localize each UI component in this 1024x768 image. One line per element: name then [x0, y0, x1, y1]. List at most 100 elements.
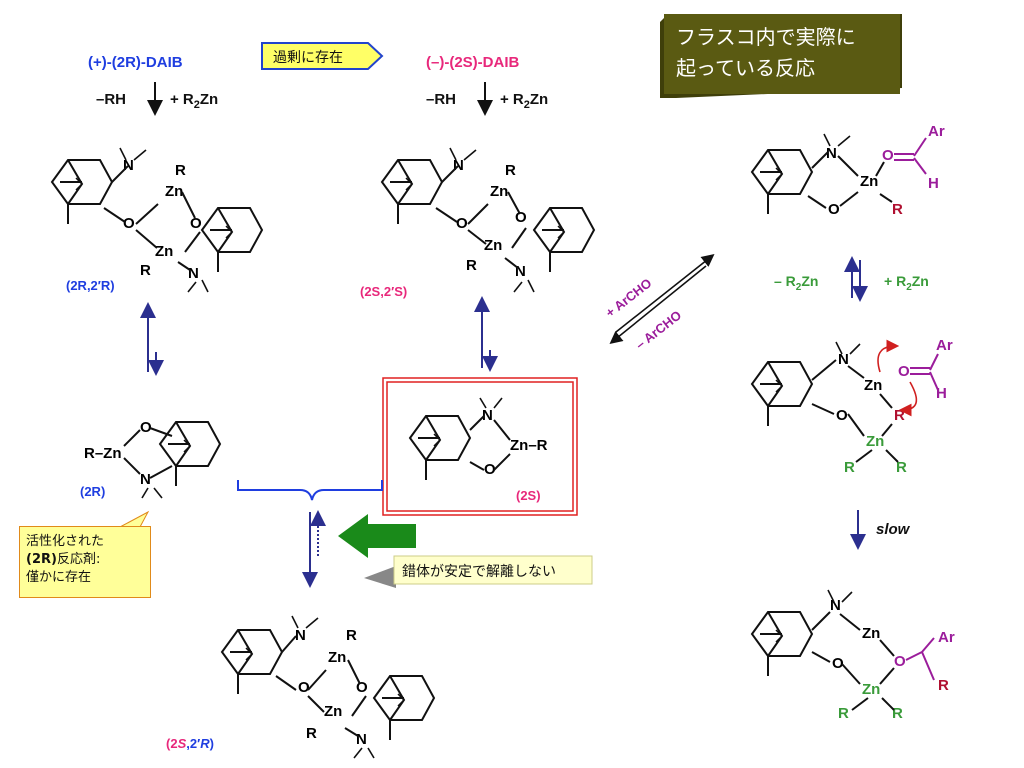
monomer-2R: R–Zn O N (2R)	[80, 419, 221, 499]
excess-tag-label: 過剰に存在	[273, 50, 343, 66]
stable-callout-text: 錯体が安定で解離しない	[402, 563, 556, 580]
r2zn-equilibrium: – R2Zn + R2Zn	[774, 256, 929, 302]
title-line1: フラスコ内で実際に	[676, 25, 856, 49]
title-box: フラスコ内で実際に 起っている反応	[660, 14, 902, 98]
complex-aldehyde: N Zn O O Ar H R	[751, 123, 945, 218]
svg-text:Zn–R: Zn–R	[510, 437, 548, 454]
label-dimer-RR: (2R,2′R)	[66, 278, 115, 293]
svg-text:R: R	[505, 162, 516, 179]
svg-text:O: O	[828, 201, 840, 218]
svg-text:N: N	[515, 263, 526, 280]
heterodimer-arrows	[302, 510, 326, 588]
svg-text:H: H	[936, 385, 947, 402]
reagent-2S-label: (–)-(2S)-DAIB	[426, 54, 519, 71]
svg-text:R–Zn: R–Zn	[84, 445, 122, 462]
slow-arrow: slow	[850, 510, 911, 550]
plus-r2zn-right: + R2Zn	[884, 273, 929, 293]
svg-text:O: O	[836, 407, 848, 424]
svg-text:Zn: Zn	[862, 625, 880, 642]
plus-r2zn-left: + R2Zn	[170, 91, 218, 111]
svg-text:Zn: Zn	[860, 173, 878, 190]
svg-text:R: R	[892, 201, 903, 218]
monomer-2S: N O Zn–R (2S)	[409, 397, 548, 503]
dimer-RR: N Zn R O O Zn R N (2R,2′R)	[51, 147, 263, 293]
minus-archo: – ArCHO	[633, 307, 685, 352]
svg-text:Zn: Zn	[328, 649, 346, 666]
svg-text:N: N	[830, 597, 841, 614]
svg-text:R: R	[346, 627, 357, 644]
svg-text:O: O	[898, 363, 910, 380]
excess-tag: 過剰に存在	[261, 42, 384, 70]
svg-text:Zn: Zn	[155, 243, 173, 260]
svg-text:Zn: Zn	[864, 377, 882, 394]
svg-text:N: N	[295, 627, 306, 644]
plus-r2zn-right: + R2Zn	[500, 91, 548, 111]
svg-text:N: N	[826, 145, 837, 162]
svg-text:Zn: Zn	[490, 183, 508, 200]
label-dimer-SS: (2S,2′S)	[360, 284, 407, 299]
product-alkoxide: N Zn O Zn R R O Ar R	[751, 589, 955, 722]
svg-text:N: N	[140, 471, 151, 488]
svg-text:O: O	[298, 679, 310, 696]
svg-text:N: N	[123, 157, 134, 174]
reagent-2R-label: (+)-(2R)-DAIB	[88, 54, 183, 71]
activated-line3: 僅かに存在	[26, 570, 92, 585]
activated-callout: 活性化された (2R)反応剤: 僅かに存在	[19, 526, 151, 598]
svg-text:R: R	[306, 725, 317, 742]
equilibrium-left	[140, 302, 164, 376]
monomer-2S-box	[382, 377, 578, 516]
svg-text:Zn: Zn	[484, 237, 502, 254]
svg-text:O: O	[882, 147, 894, 164]
svg-text:Zn: Zn	[866, 433, 884, 450]
minus-rh-left: –RH	[96, 91, 126, 108]
label-mono-S: (2S)	[516, 488, 541, 503]
dimer-SS: N Zn R O O Zn R N (2S,2′S)	[360, 147, 595, 299]
svg-text:R: R	[938, 677, 949, 694]
combine-bracket	[237, 480, 383, 501]
equilibrium-middle	[474, 296, 498, 372]
activated-line2: (2R)反応剤:	[26, 552, 101, 567]
svg-text:R: R	[892, 705, 903, 722]
svg-text:R: R	[466, 257, 477, 274]
svg-text:R: R	[896, 459, 907, 476]
arrow-right-formation: –RH + R2Zn	[426, 82, 548, 116]
activated-line1: 活性化された	[26, 534, 105, 549]
svg-text:Zn: Zn	[165, 183, 183, 200]
svg-text:Ar: Ar	[936, 337, 953, 354]
svg-text:R: R	[140, 262, 151, 279]
minus-r2zn-right: – R2Zn	[774, 273, 818, 293]
svg-text:Ar: Ar	[938, 629, 955, 646]
title-line2: 起っている反応	[676, 56, 815, 80]
svg-text:N: N	[356, 731, 367, 748]
svg-text:O: O	[190, 215, 202, 232]
svg-text:R: R	[838, 705, 849, 722]
svg-text:H: H	[928, 175, 939, 192]
svg-text:O: O	[123, 215, 135, 232]
svg-text:R: R	[175, 162, 186, 179]
svg-text:O: O	[832, 655, 844, 672]
label-mono-R: (2R)	[80, 484, 105, 499]
svg-text:Zn: Zn	[862, 681, 880, 698]
svg-text:N: N	[453, 157, 464, 174]
svg-text:N: N	[482, 407, 493, 424]
green-arrow	[338, 514, 416, 558]
svg-text:O: O	[140, 419, 152, 436]
label-dimer-SR: (2S,2′R)	[166, 736, 214, 751]
transition-complex: N Zn O O Ar H R Zn R R	[751, 337, 953, 476]
activated-callout-pointer	[119, 510, 150, 528]
svg-text:O: O	[894, 653, 906, 670]
reagent-2R-daib: (+)-(2R)-DAIB	[88, 54, 183, 71]
svg-text:Zn: Zn	[324, 703, 342, 720]
slow-label: slow	[876, 521, 911, 538]
minus-rh-right: –RH	[426, 91, 456, 108]
archo-equilibrium: + ArCHO – ArCHO	[603, 254, 715, 352]
stable-callout: 錯体が安定で解離しない	[364, 555, 593, 588]
svg-text:N: N	[838, 351, 849, 368]
svg-text:O: O	[484, 461, 496, 478]
svg-text:O: O	[456, 215, 468, 232]
dimer-SR: N Zn R O O Zn R N (2S,2′R)	[166, 615, 435, 759]
svg-text:Ar: Ar	[928, 123, 945, 140]
svg-text:O: O	[515, 209, 527, 226]
svg-text:R: R	[844, 459, 855, 476]
svg-text:N: N	[188, 265, 199, 282]
